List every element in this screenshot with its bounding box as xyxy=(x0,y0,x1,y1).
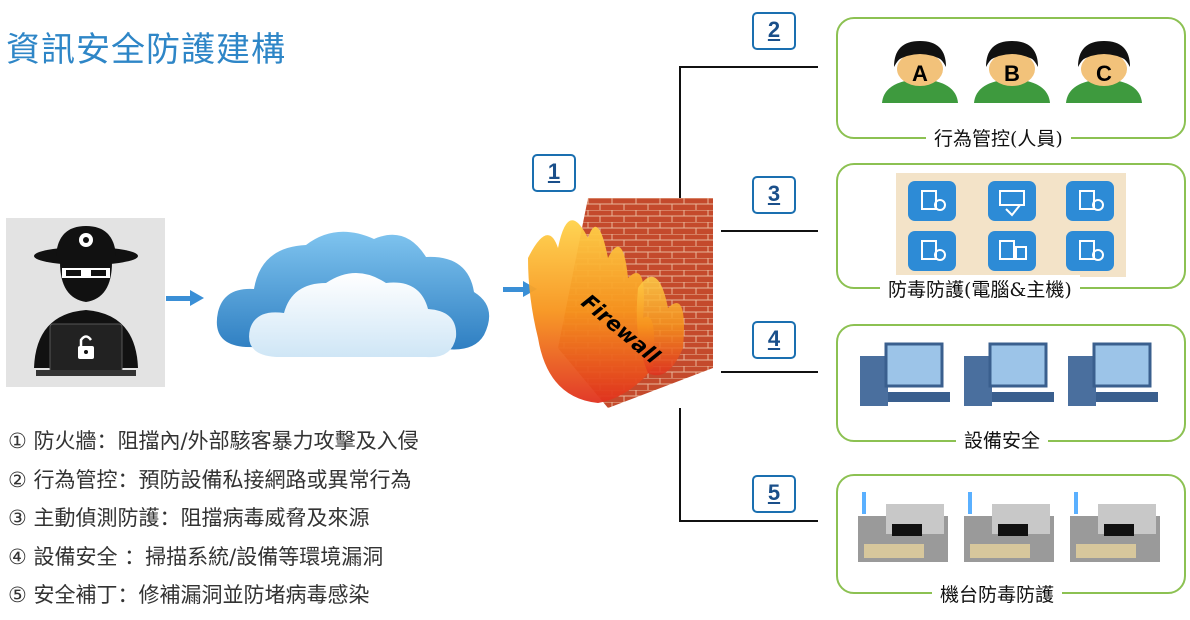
panel-device-security-label: 設備安全 xyxy=(956,426,1049,453)
legend-item-3: ③ 主動偵測防護：阻擋病毒威脅及來源 xyxy=(8,506,370,530)
connector-branch-4 xyxy=(721,371,818,373)
connector-vertical-top xyxy=(679,66,681,198)
page-title: 資訊安全防護建構 xyxy=(6,30,286,70)
computer-icon-2 xyxy=(964,342,1054,406)
panel-device-security: 設備安全 xyxy=(836,324,1186,453)
legend-item-1: ① 防火牆：阻擋內/外部駭客暴力攻擊及入侵 xyxy=(8,429,419,453)
branch-5-number-badge: 5 xyxy=(752,475,796,513)
branch-3-number-badge: 3 xyxy=(752,176,796,214)
svg-text:A: A xyxy=(912,61,928,86)
branch-2-number-badge: 2 xyxy=(752,12,796,50)
machine-icon-3 xyxy=(1070,492,1160,562)
computer-icons xyxy=(860,342,1158,406)
panel-behavior-control-label: 行為管控(人員) xyxy=(926,124,1071,151)
firewall-illustration: Firewall xyxy=(528,198,721,408)
legend-item-5: ⑤ 安全補丁：修補漏洞並防堵病毒感染 xyxy=(8,583,370,607)
person-icon-a: A xyxy=(882,41,958,103)
legend-item-4: ④ 設備安全 ：掃描系統/設備等環境漏洞 xyxy=(8,544,384,569)
connector-branch-2 xyxy=(679,66,818,68)
svg-text:C: C xyxy=(1096,61,1112,86)
panel-behavior-control: A B C 行為管控(人員) xyxy=(836,17,1186,151)
panel-machine-antivirus: 機台防毒防護 xyxy=(836,474,1186,607)
machine-icon-1 xyxy=(858,492,948,562)
machine-icons xyxy=(858,492,1160,562)
firewall-number-badge: 1 xyxy=(532,154,576,192)
computer-icon-3 xyxy=(1068,342,1158,406)
people-icons: A B C xyxy=(882,41,1142,103)
computer-icon-1 xyxy=(860,342,950,406)
panel-antivirus-label: 防毒防護(電腦&主機) xyxy=(880,275,1080,302)
connector-vertical-bottom xyxy=(679,408,681,522)
person-icon-b: B xyxy=(974,41,1050,103)
svg-text:B: B xyxy=(1004,61,1020,86)
panel-machine-antivirus-label: 機台防毒防護 xyxy=(932,580,1063,607)
person-icon-c: C xyxy=(1066,41,1142,103)
connector-branch-5 xyxy=(679,520,818,522)
connector-branch-3 xyxy=(721,230,818,232)
arrow-hacker-to-cloud xyxy=(166,290,204,306)
antivirus-app-icons xyxy=(896,173,1126,277)
panel-antivirus: 防毒防護(電腦&主機) xyxy=(836,163,1186,302)
cloud-illustration xyxy=(206,217,499,367)
machine-icon-2 xyxy=(964,492,1054,562)
branch-4-number-badge: 4 xyxy=(752,321,796,359)
hacker-illustration xyxy=(6,218,165,387)
legend-list: ① 防火牆：阻擋內/外部駭客暴力攻擊及入侵 ② 行為管控：預防設備私接網路或異常… xyxy=(8,422,419,615)
legend-item-2: ② 行為管控：預防設備私接網路或異常行為 xyxy=(8,467,412,492)
